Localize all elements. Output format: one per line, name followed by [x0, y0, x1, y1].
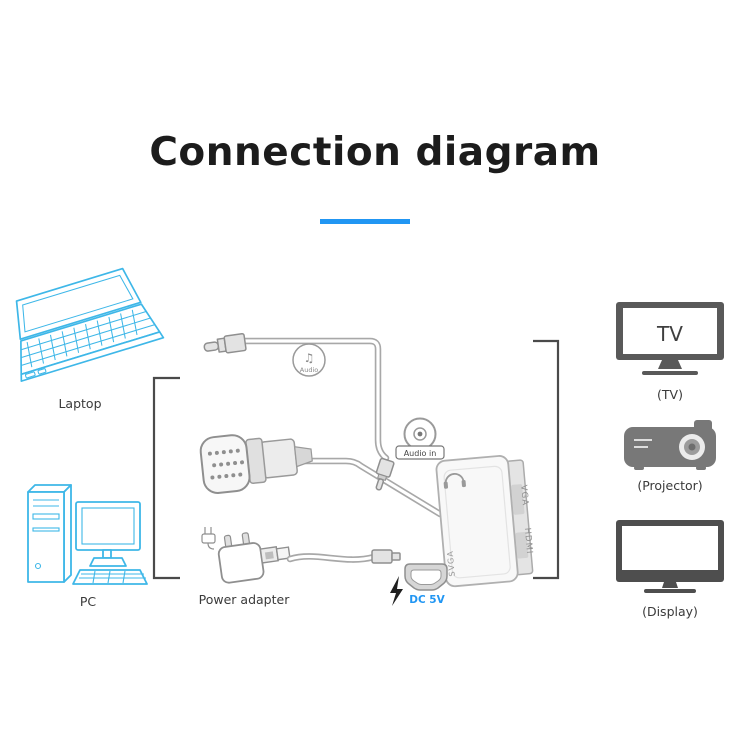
audio-cable-core	[222, 339, 388, 460]
display-base	[644, 589, 696, 593]
pc-tower-side	[63, 484, 72, 583]
tv-screen-text: TV	[656, 322, 683, 346]
projector-vents	[634, 439, 652, 448]
audio-badge-ring	[292, 343, 326, 377]
title-underline	[320, 219, 410, 224]
laptop-illustration	[15, 267, 165, 382]
port-label-vga: VGA	[518, 484, 530, 506]
audio-in-socket	[413, 427, 427, 441]
projector-lens	[679, 434, 705, 460]
laptop-screen-inner	[22, 274, 134, 333]
display-caption: (Display)	[642, 604, 698, 619]
projector-foot-2	[696, 466, 706, 470]
wall-plug-icon	[201, 527, 216, 550]
tv-base	[642, 371, 698, 375]
audio-badge-label: Audio	[300, 366, 318, 374]
pc-monitor-frame	[75, 501, 141, 551]
audio-badge: ♫ Audio	[292, 343, 326, 377]
pc-illustration	[27, 484, 148, 585]
right-bracket	[533, 339, 560, 580]
display-neck	[662, 582, 678, 588]
page-title: Connection diagram	[149, 130, 601, 175]
projector-illustration	[624, 420, 716, 470]
power-connector	[371, 549, 401, 564]
audio-in-label: Audio in	[404, 449, 437, 458]
laptop-port-2	[37, 368, 47, 375]
charger-body	[217, 532, 291, 584]
adapter-device: VGA HDMI SVGA	[435, 455, 534, 588]
music-note-icon: ♫	[304, 351, 315, 365]
pc-keyboard	[72, 569, 148, 585]
audio-in-tag	[395, 445, 445, 460]
tv-illustration: TV	[616, 302, 724, 375]
laptop-front-edge	[20, 331, 165, 382]
tv-screen	[623, 308, 717, 354]
laptop-screen	[15, 267, 142, 341]
pc-tower-vent	[32, 527, 60, 532]
audio-in-hole	[417, 431, 423, 437]
pc-power-button	[34, 562, 42, 570]
vga-connector	[199, 434, 313, 494]
lightning-bolt-icon	[390, 576, 403, 606]
tv-neck	[658, 360, 682, 369]
laptop-port-1	[24, 371, 36, 379]
pc-tower-slots	[33, 499, 59, 507]
laptop-label: Laptop	[58, 396, 101, 411]
pc-keyboard-keys	[79, 570, 146, 584]
vga-cable-boot	[293, 446, 313, 468]
power-adapter-label: Power adapter	[199, 592, 291, 607]
audio-plug-body	[223, 332, 247, 354]
port-label-svga: SVGA	[446, 550, 457, 577]
dc-label: DC 5V	[409, 594, 445, 606]
dc-port-inner	[410, 569, 442, 585]
dc-port-icon	[404, 563, 448, 591]
laptop-key-columns	[26, 309, 138, 368]
pc-tower-drive	[32, 513, 60, 520]
audio-jack-plug-left	[203, 332, 247, 354]
audio-plug-tip	[203, 341, 220, 352]
pc-label: PC	[80, 594, 97, 609]
power-adapter-illustration	[201, 527, 291, 584]
pc-monitor-base	[89, 557, 127, 567]
charger-shell	[217, 542, 265, 584]
display-illustration	[616, 520, 724, 593]
pc-monitor-screen	[81, 507, 135, 545]
adapter-hdmi-port	[515, 532, 529, 559]
projector-foot-1	[634, 466, 644, 470]
headphone-icon	[443, 473, 466, 489]
audio-plug-down-tip	[375, 478, 384, 491]
vga-cable-core	[292, 459, 442, 516]
pc-monitor	[75, 501, 141, 567]
vga-pins	[207, 448, 245, 480]
pc-tower-front	[27, 491, 65, 583]
display-screen	[622, 526, 718, 570]
projector-caption: (Projector)	[637, 478, 702, 493]
pc-tower	[27, 484, 72, 583]
usb-plug	[259, 546, 291, 564]
port-label-hdmi: HDMI	[522, 527, 534, 555]
audio-in-jack-icon: Audio in	[395, 417, 445, 460]
adapter-body-bevel	[443, 465, 511, 579]
audio-plug-down	[375, 457, 395, 491]
adapter-vga-port	[511, 484, 525, 515]
laptop-key-rows	[20, 310, 155, 366]
left-bracket	[152, 376, 180, 580]
adapter-body	[435, 455, 519, 588]
tv-caption: (TV)	[657, 387, 683, 402]
vga-face	[199, 434, 251, 494]
pc-monitor-neck	[102, 549, 112, 559]
power-cable-core	[288, 554, 376, 562]
